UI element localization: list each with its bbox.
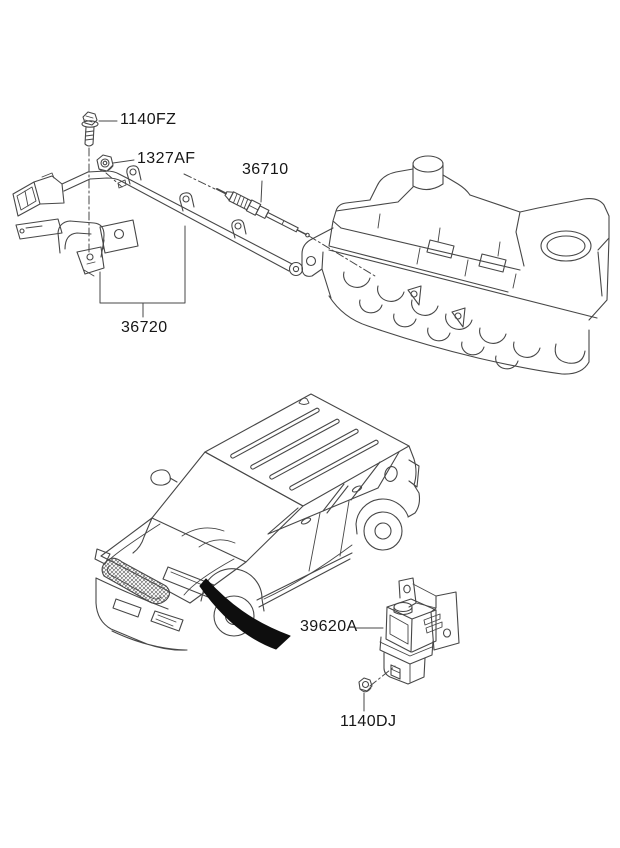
part-label-1327af: 1327AF	[137, 150, 196, 167]
nut-icon	[96, 154, 114, 172]
relay-box-icon	[379, 577, 460, 685]
part-label-1140fz: 1140FZ	[120, 111, 177, 128]
glow-plug-icon	[216, 188, 310, 238]
bolt-icon	[81, 111, 99, 147]
part-label-1140dj: 1140DJ	[340, 713, 397, 730]
assembly-axis-lines	[88, 147, 396, 687]
nut-icon-bottom	[358, 677, 373, 693]
leader-lines	[98, 120, 384, 712]
part-label-36710: 36710	[242, 161, 289, 178]
wiring-harness-icon	[12, 165, 304, 277]
location-arrow-icon	[199, 578, 291, 650]
part-label-39620a: 39620A	[300, 618, 358, 635]
part-label-36720: 36720	[121, 319, 168, 336]
engine-icon	[301, 155, 610, 375]
suv-vehicle-icon	[94, 393, 421, 651]
